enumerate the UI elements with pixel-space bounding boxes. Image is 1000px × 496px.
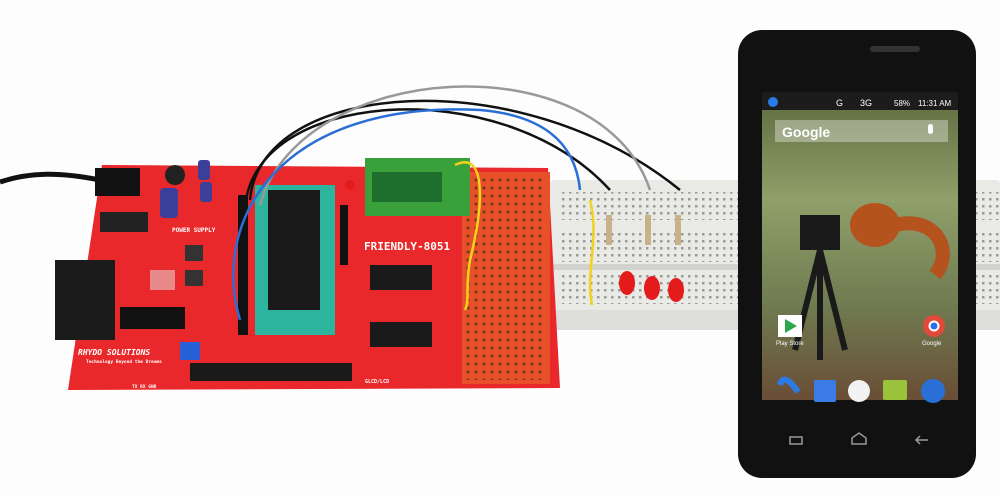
status-bar	[762, 92, 958, 110]
lcd-label: GLCD/LCD	[365, 379, 389, 385]
network-indicator: G	[836, 98, 843, 108]
brand-logo: RHYDO SOLUTIONS	[78, 348, 150, 357]
back-button[interactable]	[914, 435, 928, 445]
speaker-grille	[870, 46, 920, 52]
dc-jack	[95, 168, 140, 196]
reset-button	[185, 245, 203, 261]
led-array	[606, 215, 684, 302]
dev-board: FRIENDLY-8051 POWER SUPPLY RHYDO SOLUTIO…	[55, 158, 560, 390]
resistor	[606, 215, 612, 245]
mic-icon[interactable]	[928, 124, 933, 134]
ic-socket	[370, 322, 432, 347]
search-bar-label: Google	[782, 124, 830, 140]
messaging-icon[interactable]	[883, 380, 907, 400]
battery-level: 58%	[894, 99, 910, 108]
smartphone: G 3G 58% 11:31 AM Google Play Store Goog…	[738, 30, 976, 478]
resistor	[675, 215, 681, 245]
app-drawer-icon[interactable]	[848, 380, 870, 402]
led-red-3	[668, 278, 684, 302]
voltage-regulator	[100, 212, 148, 232]
power-cable	[0, 171, 101, 185]
ic-socket	[370, 265, 432, 290]
push-button	[185, 270, 203, 286]
potentiometer	[180, 342, 200, 360]
camera-on-tripod	[800, 215, 840, 250]
microcontroller-8051	[268, 190, 320, 310]
brand-tagline: Technology Beyond the Dreams	[86, 359, 162, 365]
google-search-bar[interactable]	[775, 120, 948, 142]
capacitor	[198, 160, 210, 180]
clock: 11:31 AM	[918, 99, 952, 108]
lcd-header	[190, 363, 352, 381]
dock	[777, 376, 945, 403]
squirrel	[850, 203, 900, 247]
led-red-2	[644, 276, 660, 300]
browser-icon[interactable]	[921, 379, 945, 403]
dip-switch	[150, 270, 175, 290]
inductor	[165, 165, 185, 185]
capacitor	[160, 188, 178, 218]
ic-chip	[120, 307, 185, 329]
play-store-label: Play Store	[776, 341, 804, 347]
jumper-wires	[232, 85, 681, 321]
recent-apps-button[interactable]	[789, 436, 803, 445]
home-button[interactable]	[851, 432, 867, 445]
db9-serial-port	[55, 260, 115, 340]
power-led	[345, 180, 355, 190]
pin-header	[340, 205, 348, 265]
board-title: FRIENDLY-8051	[364, 240, 450, 253]
pin-header	[238, 195, 248, 335]
led-red-1	[619, 271, 635, 295]
contacts-icon[interactable]	[814, 380, 836, 402]
uart-pin-label: TX RX GND	[132, 384, 157, 390]
resistor	[645, 215, 651, 245]
network-3g-indicator: 3G	[860, 98, 872, 108]
chrome-label: Google	[922, 341, 942, 347]
capacitor	[200, 182, 212, 202]
phone-dialer-icon[interactable]	[777, 376, 801, 394]
power-supply-label: POWER SUPPLY	[172, 227, 216, 234]
notification-icon	[768, 97, 778, 107]
